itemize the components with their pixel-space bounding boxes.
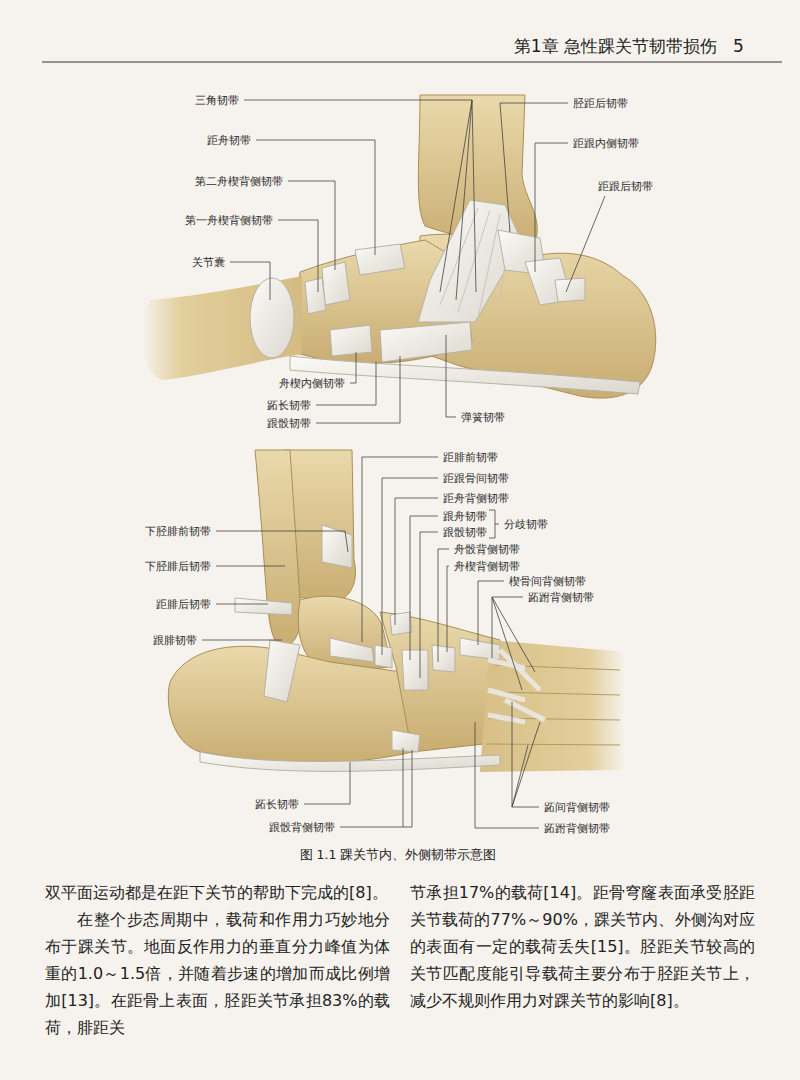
- part-label: 胫距后韧带: [572, 97, 629, 110]
- part-label: 距腓后韧带: [155, 598, 212, 611]
- part-label: 跖间背侧韧带: [543, 801, 611, 814]
- part-label: 跟腓韧带: [152, 634, 198, 647]
- part-label: 第二舟楔背侧韧带: [194, 175, 284, 188]
- part-label: 分歧韧带: [503, 518, 549, 531]
- part-label: 距舟韧带: [206, 134, 252, 147]
- part-label: 跟舟韧带: [442, 510, 488, 523]
- part-label: 舟楔内侧韧带: [278, 377, 346, 390]
- part-label: 舟楔背侧韧带: [453, 560, 521, 573]
- part-label: 第一舟楔背侧韧带: [184, 214, 274, 227]
- medial-foot-figure: [141, 95, 655, 398]
- body-text: 双平面运动都是在距下关节的帮助下完成的[8]。: [45, 879, 390, 906]
- part-label: 跖长韧带: [254, 798, 300, 811]
- body-text: 在整个步态周期中，载荷和作用力巧妙地分布于踝关节。地面反作用力的垂直分力峰值为体…: [45, 906, 390, 1041]
- leader-lines-bottom: [202, 457, 540, 828]
- lateral-foot-figure: [168, 450, 625, 772]
- running-header: 第1章 急性踝关节韧带损伤: [513, 36, 718, 56]
- part-label: 跖跗背侧韧带: [527, 591, 595, 604]
- part-label: 距腓前韧带: [442, 451, 499, 464]
- leader-lines-top: [230, 100, 605, 423]
- figure-caption: 图 1.1 踝关节内、外侧韧带示意图: [300, 847, 497, 863]
- part-label: 下胫腓前韧带: [144, 525, 212, 538]
- part-label: 跖跗背侧韧带: [543, 822, 611, 835]
- running-header: 5: [732, 36, 745, 56]
- part-label: 跟骰韧带: [266, 417, 312, 430]
- part-label: 下胫腓后韧带: [144, 560, 212, 573]
- part-label: 三角韧带: [194, 94, 240, 107]
- part-label: 距跟后韧带: [597, 180, 654, 193]
- part-label: 距跟内侧韧带: [572, 137, 640, 150]
- part-label: 楔骨间背侧韧带: [508, 575, 587, 588]
- part-label: 跟骰背侧韧带: [268, 821, 336, 834]
- part-label: 距跟骨间韧带: [442, 472, 510, 485]
- part-label: 舟骰背侧韧带: [453, 543, 521, 556]
- part-label: 弹簧韧带: [460, 411, 506, 424]
- part-label: 距舟背侧韧带: [442, 492, 510, 505]
- part-label: 跟骰韧带: [442, 526, 488, 539]
- body-text: 节承担17%的载荷[14]。距骨穹窿表面承受胫距关节载荷的77%～90%，踝关节…: [410, 879, 755, 1014]
- part-label: 关节囊: [191, 256, 226, 269]
- header-rule: [42, 62, 782, 63]
- part-label: 跖长韧带: [266, 399, 312, 412]
